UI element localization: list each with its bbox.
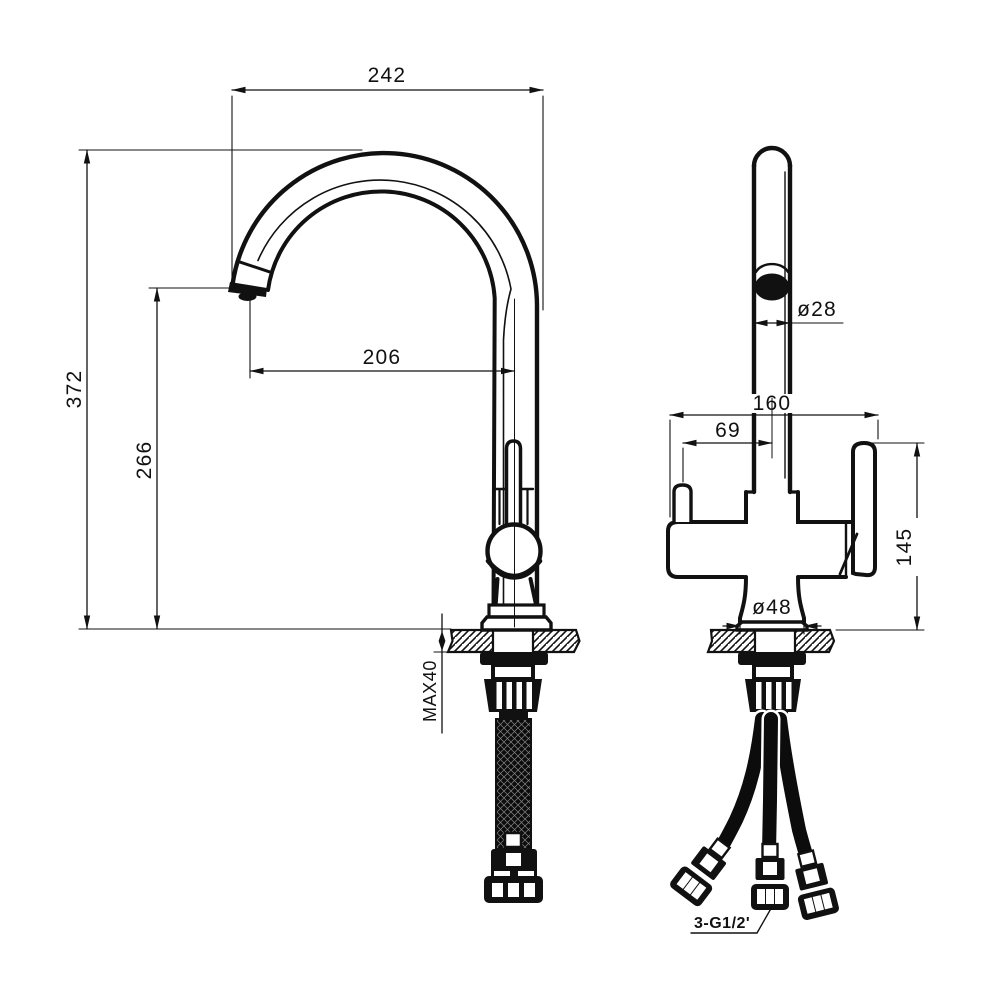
lower-column [493, 577, 539, 609]
main-lever-front [838, 440, 877, 578]
spout-outer-edge [230, 150, 540, 612]
side-view: 242 372 266 206 MAX40 [63, 64, 581, 903]
dim-tube-diameter: ø28 [753, 298, 844, 327]
base-flange-front [735, 620, 809, 632]
hose-fitting-middle [751, 842, 789, 910]
dim-outlet-height-label: 266 [133, 441, 156, 480]
aerator-joint-line [236, 259, 274, 275]
dim-reach-to-axis-label: 206 [363, 346, 402, 369]
hose-thread-callout: 3-G1/2' [690, 904, 774, 934]
hose-crimp [503, 831, 523, 849]
countertop-section-front [706, 628, 836, 654]
dim-handle-height: 145 [835, 442, 925, 631]
outlet-opening [754, 273, 790, 301]
spout-outlet-front [754, 262, 790, 301]
countertop-section-side [446, 628, 581, 654]
dim-overall-reach-label: 242 [368, 64, 407, 87]
lever-handle-side [492, 439, 535, 527]
dim-overall-width: 160 [669, 392, 879, 518]
dim-reach-to-axis: 206 [249, 293, 516, 379]
dim-overall-height: 372 [63, 149, 452, 630]
dim-overall-width-label: 160 [753, 392, 792, 415]
dim-handle-offset: 69 [682, 397, 773, 483]
dim-tube-diameter-label: ø28 [797, 298, 837, 321]
dim-handle-offset-label: 69 [715, 419, 741, 442]
aerator-tip [228, 282, 267, 301]
hose-fitting-left [670, 837, 732, 907]
dim-max-counter: MAX40 [420, 613, 453, 734]
dim-base-diameter-label: ø48 [752, 596, 792, 619]
spout-highlight-line [257, 179, 512, 607]
hose-fitting-right [795, 849, 839, 920]
front-view: ø28 160 69 145 [666, 145, 925, 934]
mounting-hardware-side [480, 652, 548, 720]
dim-handle-height-label: 145 [893, 528, 916, 567]
hose-thread-label: 3-G1/2' [694, 915, 750, 932]
spout-inner-edge [266, 189, 497, 611]
supply-hose-side [484, 718, 543, 903]
dim-max-counter-label: MAX40 [420, 660, 440, 722]
dim-overall-height-label: 372 [63, 370, 86, 409]
dim-base-diameter: ø48 [722, 596, 822, 635]
supply-hoses-front [708, 709, 819, 874]
base-flange-side [480, 603, 553, 632]
spout-curve [230, 150, 540, 612]
dim-outlet-height: 266 [133, 287, 237, 630]
dim-overall-reach: 242 [231, 64, 544, 311]
filter-handle-front [672, 483, 693, 524]
